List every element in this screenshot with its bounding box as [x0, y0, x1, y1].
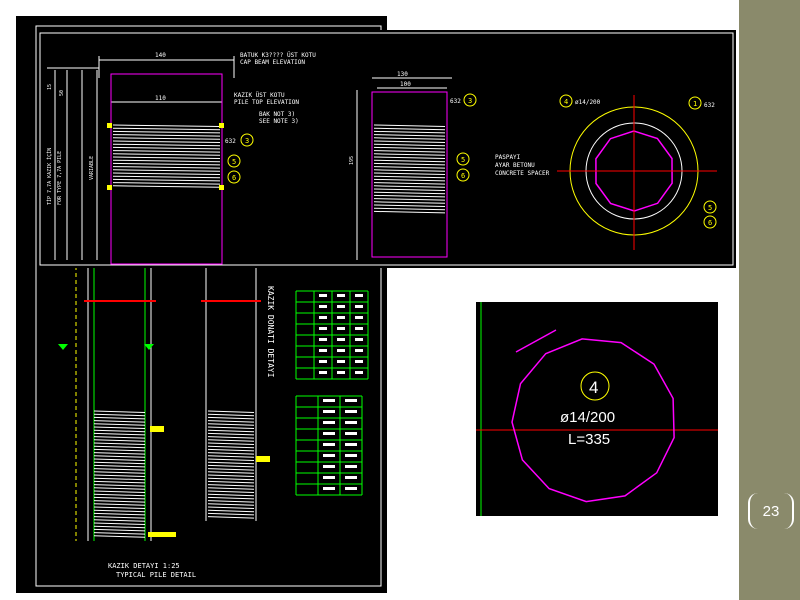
dim-100: 100	[400, 81, 411, 88]
zoom-bar-spec: ø14/200	[560, 409, 615, 426]
pile-top-label-tr: KAZIK ÜST KOTU	[234, 92, 285, 99]
dim-632-b: 632	[450, 98, 461, 105]
pile-top-label-en: PILE TOP ELEVATION	[234, 99, 299, 106]
zoom-bubble-number: 4	[589, 378, 598, 397]
bar-4-spec: ø14/200	[575, 99, 601, 106]
cap-beam-drawing: 140 110 15 50 TİP 7,7A KAZIK İÇİN FOR TY…	[39, 32, 734, 266]
bubble-5b: 5	[461, 156, 465, 164]
pile-detail-drawing: KAZIK DONATI DETAYI KAZIK DETAYI 1:25 TY…	[35, 25, 382, 587]
vertical-title: KAZIK DONATI DETAYI	[266, 286, 275, 378]
zoom-detail-panel: 4 ø14/200 L=335	[476, 302, 718, 516]
pile-detail-title-tr: KAZIK DETAYI 1:25	[108, 562, 180, 570]
zoom-length: L=335	[568, 431, 610, 448]
bubble-6a: 6	[232, 174, 236, 182]
dim-632-c: 632	[704, 102, 715, 109]
dim-130: 130	[397, 71, 408, 78]
svg-text:50: 50	[59, 90, 65, 96]
spacer-label-tr1: PASPAYI	[495, 154, 521, 161]
dim-110: 110	[155, 95, 166, 102]
bubble-6c: 6	[708, 219, 712, 227]
svg-text:15: 15	[47, 84, 53, 90]
spacer-label-tr2: AYAR BETONU	[495, 162, 535, 169]
bubble-5a: 5	[232, 158, 236, 166]
bubble-1: 1	[693, 100, 697, 108]
zoom-detail-drawing: 4 ø14/200 L=335	[476, 302, 718, 516]
note-label-en: SEE NOTE 3)	[259, 118, 299, 125]
type-label-en: FOR TYPE 7,7A PILE	[57, 151, 63, 205]
bubble-3b: 3	[468, 97, 472, 105]
bubble-4: 4	[564, 98, 568, 106]
bubble-3a: 3	[245, 137, 249, 145]
dim-632: 632	[225, 138, 236, 145]
cap-beam-label-tr: BATUK K3???? ÜST KOTU	[240, 52, 316, 59]
rebar-table-1	[295, 290, 369, 380]
dim-variable: VARIABLE	[89, 156, 95, 180]
type-label-tr: TİP 7,7A KAZIK İÇİN	[46, 148, 53, 205]
pile-detail-title-en: TYPICAL PILE DETAIL	[116, 571, 196, 579]
cap-beam-label-en: CAP BEAM ELEVATION	[240, 59, 305, 66]
cap-beam-panel: 140 110 15 50 TİP 7,7A KAZIK İÇİN FOR TY…	[37, 30, 736, 268]
bubble-6b: 6	[461, 172, 465, 180]
note-label-tr: BAK NOT 3)	[259, 111, 295, 118]
dim-195: 195	[349, 156, 355, 165]
dim-140: 140	[155, 52, 166, 59]
spacer-label-en: CONCRETE SPACER	[495, 170, 550, 177]
bubble-5c: 5	[708, 204, 712, 212]
page-number: 23	[748, 493, 794, 529]
rebar-table-2	[295, 395, 363, 496]
